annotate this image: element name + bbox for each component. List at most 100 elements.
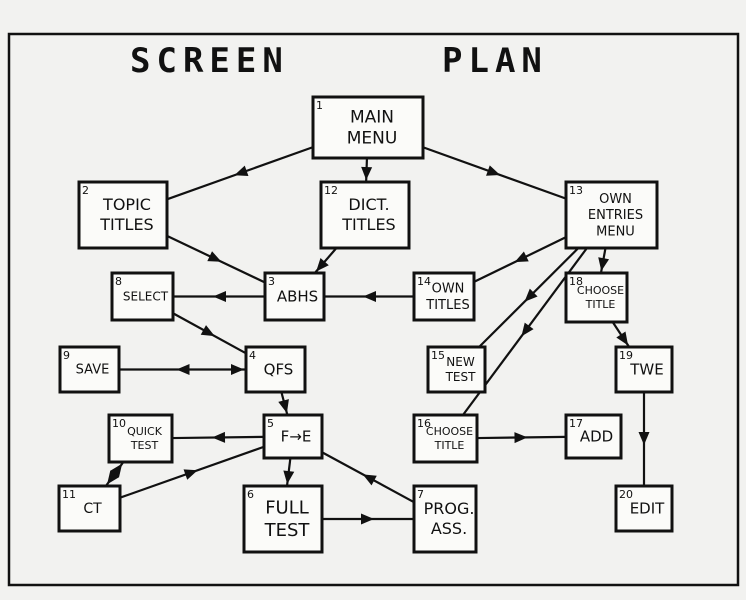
node-layer: 1MAINMENU2TOPICTITLES12DICT.TITLES13OWNE…	[57, 95, 674, 554]
node-2-label-line-2: TITLES	[99, 215, 153, 234]
node-15-number: 15	[431, 349, 445, 362]
arrowhead-9-to-4	[231, 364, 244, 375]
node-14-label-line-1: OWN	[432, 282, 465, 297]
node-18-label-line-2: TITLE	[585, 298, 616, 311]
node-20-label-line-1: EDIT	[630, 499, 665, 517]
arrowhead-11-to-10	[110, 463, 123, 478]
outer-frame	[7, 32, 740, 587]
node-12-box	[319, 180, 411, 250]
node-17-number: 17	[569, 417, 583, 430]
arrowhead-1-to-12	[361, 166, 373, 181]
arrowhead-3-to-8	[213, 291, 226, 302]
node-5-number: 5	[267, 417, 274, 430]
node-15-label-line-2: TEST	[445, 370, 477, 384]
arrowhead-8-to-4	[200, 325, 215, 337]
node-16-label-line-1: CHOOSE	[426, 425, 473, 438]
node-14-number: 14	[417, 275, 431, 288]
node-13-box	[564, 180, 659, 250]
arrowhead-5-to-10	[212, 431, 226, 443]
node-14-box	[412, 271, 476, 322]
node-16-label-line-2: TITLE	[434, 439, 465, 452]
node-9-box	[58, 345, 121, 394]
node-12-number: 12	[324, 184, 338, 197]
arrowhead-4-to-9	[176, 364, 190, 375]
arrowhead-13-to-14	[514, 251, 529, 263]
node-8-number: 8	[115, 275, 122, 288]
node-13-label-line-3: MENU	[596, 224, 635, 239]
node-10-label-line-1: QUICK	[127, 425, 163, 438]
node-7-number: 7	[417, 488, 424, 501]
node-5-label-line-1: F→E	[281, 427, 312, 445]
arrowhead-12-to-3	[316, 258, 329, 272]
node-17-box	[564, 413, 623, 460]
node-8-label-line-1: SELECT	[123, 289, 169, 303]
node-10-box	[107, 413, 174, 464]
node-4-label-line-1: QFS	[264, 360, 294, 378]
node-16-number: 16	[417, 417, 431, 430]
node-19-label-line-1: TWE	[629, 360, 663, 378]
node-11-label-line-1: CT	[83, 501, 102, 517]
node-1-number: 1	[316, 99, 323, 112]
node-3-label-line-1: ABHS	[277, 287, 318, 305]
node-18-box	[564, 271, 629, 324]
node-7-box	[412, 484, 478, 554]
node-20-number: 20	[619, 488, 633, 501]
node-11-box	[57, 484, 122, 533]
node-6-box	[242, 484, 324, 554]
title-left: SCREEN	[130, 41, 289, 81]
node-1-label-line-2: MENU	[347, 129, 398, 149]
node-4-box	[244, 345, 307, 394]
node-2-number: 2	[82, 184, 89, 197]
node-6-number: 6	[247, 488, 254, 501]
node-5-box	[262, 413, 324, 460]
node-3-box	[263, 271, 326, 322]
node-19-number: 19	[619, 349, 633, 362]
node-13-label-line-2: ENTRIES	[588, 208, 643, 223]
node-9-label-line-1: SAVE	[76, 363, 110, 378]
node-13-label-line-1: OWN	[599, 192, 632, 207]
node-7-label-line-1: PROG.	[424, 499, 475, 518]
arrowhead-5-to-6	[283, 470, 295, 485]
node-19-box	[614, 345, 674, 394]
arrowhead-18-to-19	[616, 331, 629, 346]
node-2-label-line-1: TOPIC	[102, 195, 151, 214]
arrowhead-1-to-13	[486, 165, 501, 176]
node-17-label-line-1: ADD	[580, 427, 613, 445]
node-13-number: 13	[569, 184, 583, 197]
arrowhead-14-to-3	[363, 291, 376, 302]
node-8-box	[110, 271, 175, 322]
node-15-box	[426, 345, 487, 394]
arrowhead-7-to-5	[362, 474, 377, 486]
node-10-label-line-2: TEST	[130, 439, 159, 452]
arrowhead-4-to-5	[278, 399, 289, 414]
node-2-box	[77, 180, 169, 250]
node-12-label-line-1: DICT.	[348, 195, 389, 214]
arrowhead-13-to-16	[521, 322, 534, 337]
node-14-label-line-2: TITLES	[425, 298, 469, 313]
arrowhead-2-to-3	[207, 251, 222, 262]
node-7-label-line-2: ASS.	[431, 519, 467, 538]
arrowhead-11-to-5	[183, 469, 198, 480]
title-right: PLAN	[442, 41, 548, 81]
node-4-number: 4	[249, 349, 256, 362]
arrowhead-19-to-20	[638, 432, 650, 445]
node-3-number: 3	[268, 275, 275, 288]
